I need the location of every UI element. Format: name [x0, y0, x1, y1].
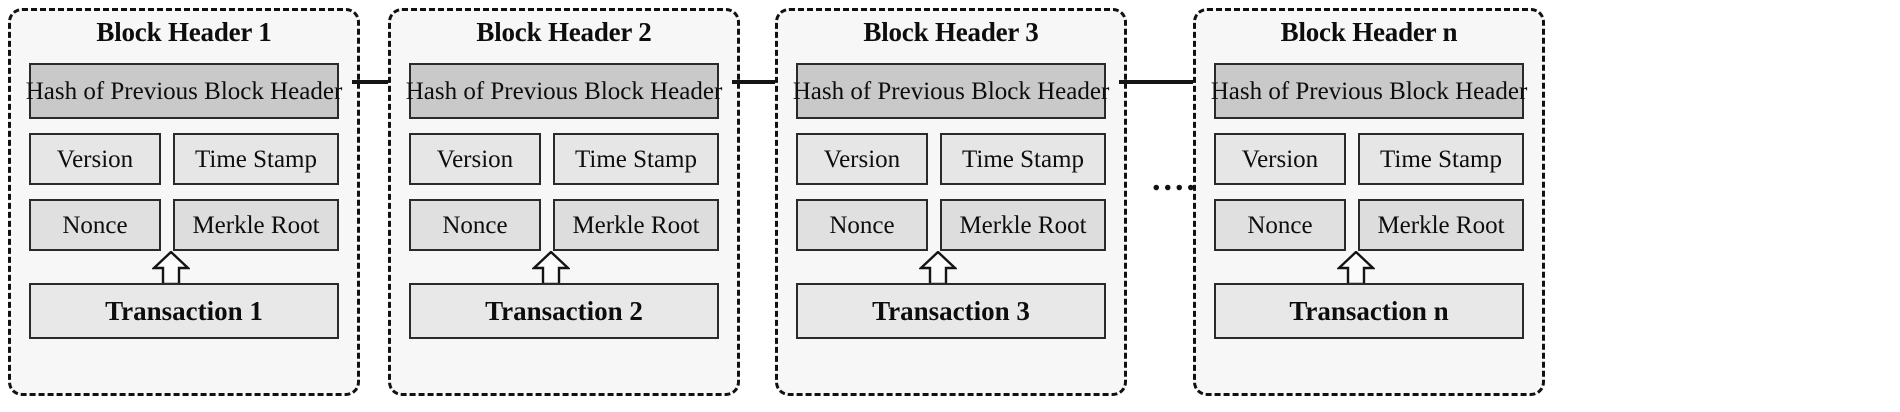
block-2-time-stamp: Time Stamp [553, 133, 719, 185]
block-2-transaction: Transaction 2 [409, 283, 719, 339]
block-1-merkle-root: Merkle Root [173, 199, 339, 251]
block-n-merkle-root: Merkle Root [1358, 199, 1524, 251]
block-2-version: Version [409, 133, 541, 185]
block-1-nonce: Nonce [29, 199, 161, 251]
block-1-hash-of-previous-block-header: Hash of Previous Block Header [26, 63, 342, 119]
block-2-nonce: Nonce [409, 199, 541, 251]
block-n-nonce: Nonce [1214, 199, 1346, 251]
block-1-header: Block Header 1 [96, 17, 272, 47]
block-1-version: Version [29, 133, 161, 185]
block-3-transaction: Transaction 3 [796, 283, 1106, 339]
block-2-transaction-to-merkle-arrow-icon [530, 250, 572, 286]
block-1-transaction-to-merkle-arrow-icon [150, 250, 192, 286]
block-n-hash-of-previous-block-header: Hash of Previous Block Header [1211, 63, 1527, 119]
block-n-version: Version [1214, 133, 1346, 185]
block-1: Block Header 1 Hash of Previous Block He… [8, 8, 360, 396]
block-2-hash-of-previous-block-header: Hash of Previous Block Header [406, 63, 722, 119]
block-2-merkle-root: Merkle Root [553, 199, 719, 251]
block-3-nonce: Nonce [796, 199, 928, 251]
block-n-transaction-to-merkle-arrow-icon [1335, 250, 1377, 286]
ellipsis-separator: .... [1152, 161, 1198, 198]
block-n-transaction: Transaction n [1214, 283, 1524, 339]
block-n: Block Header n Hash of Previous Block He… [1193, 8, 1545, 396]
block-2-header: Block Header 2 [476, 17, 652, 47]
block-3-time-stamp: Time Stamp [940, 133, 1106, 185]
block-3-merkle-root: Merkle Root [940, 199, 1106, 251]
block-n-time-stamp: Time Stamp [1358, 133, 1524, 185]
block-3: Block Header 3 Hash of Previous Block He… [775, 8, 1127, 396]
block-3-version: Version [796, 133, 928, 185]
block-2: Block Header 2 Hash of Previous Block He… [388, 8, 740, 396]
block-1-transaction: Transaction 1 [29, 283, 339, 339]
block-3-header: Block Header 3 [863, 17, 1039, 47]
block-1-time-stamp: Time Stamp [173, 133, 339, 185]
block-3-hash-of-previous-block-header: Hash of Previous Block Header [793, 63, 1109, 119]
block-3-transaction-to-merkle-arrow-icon [917, 250, 959, 286]
block-n-header: Block Header n [1280, 17, 1458, 47]
